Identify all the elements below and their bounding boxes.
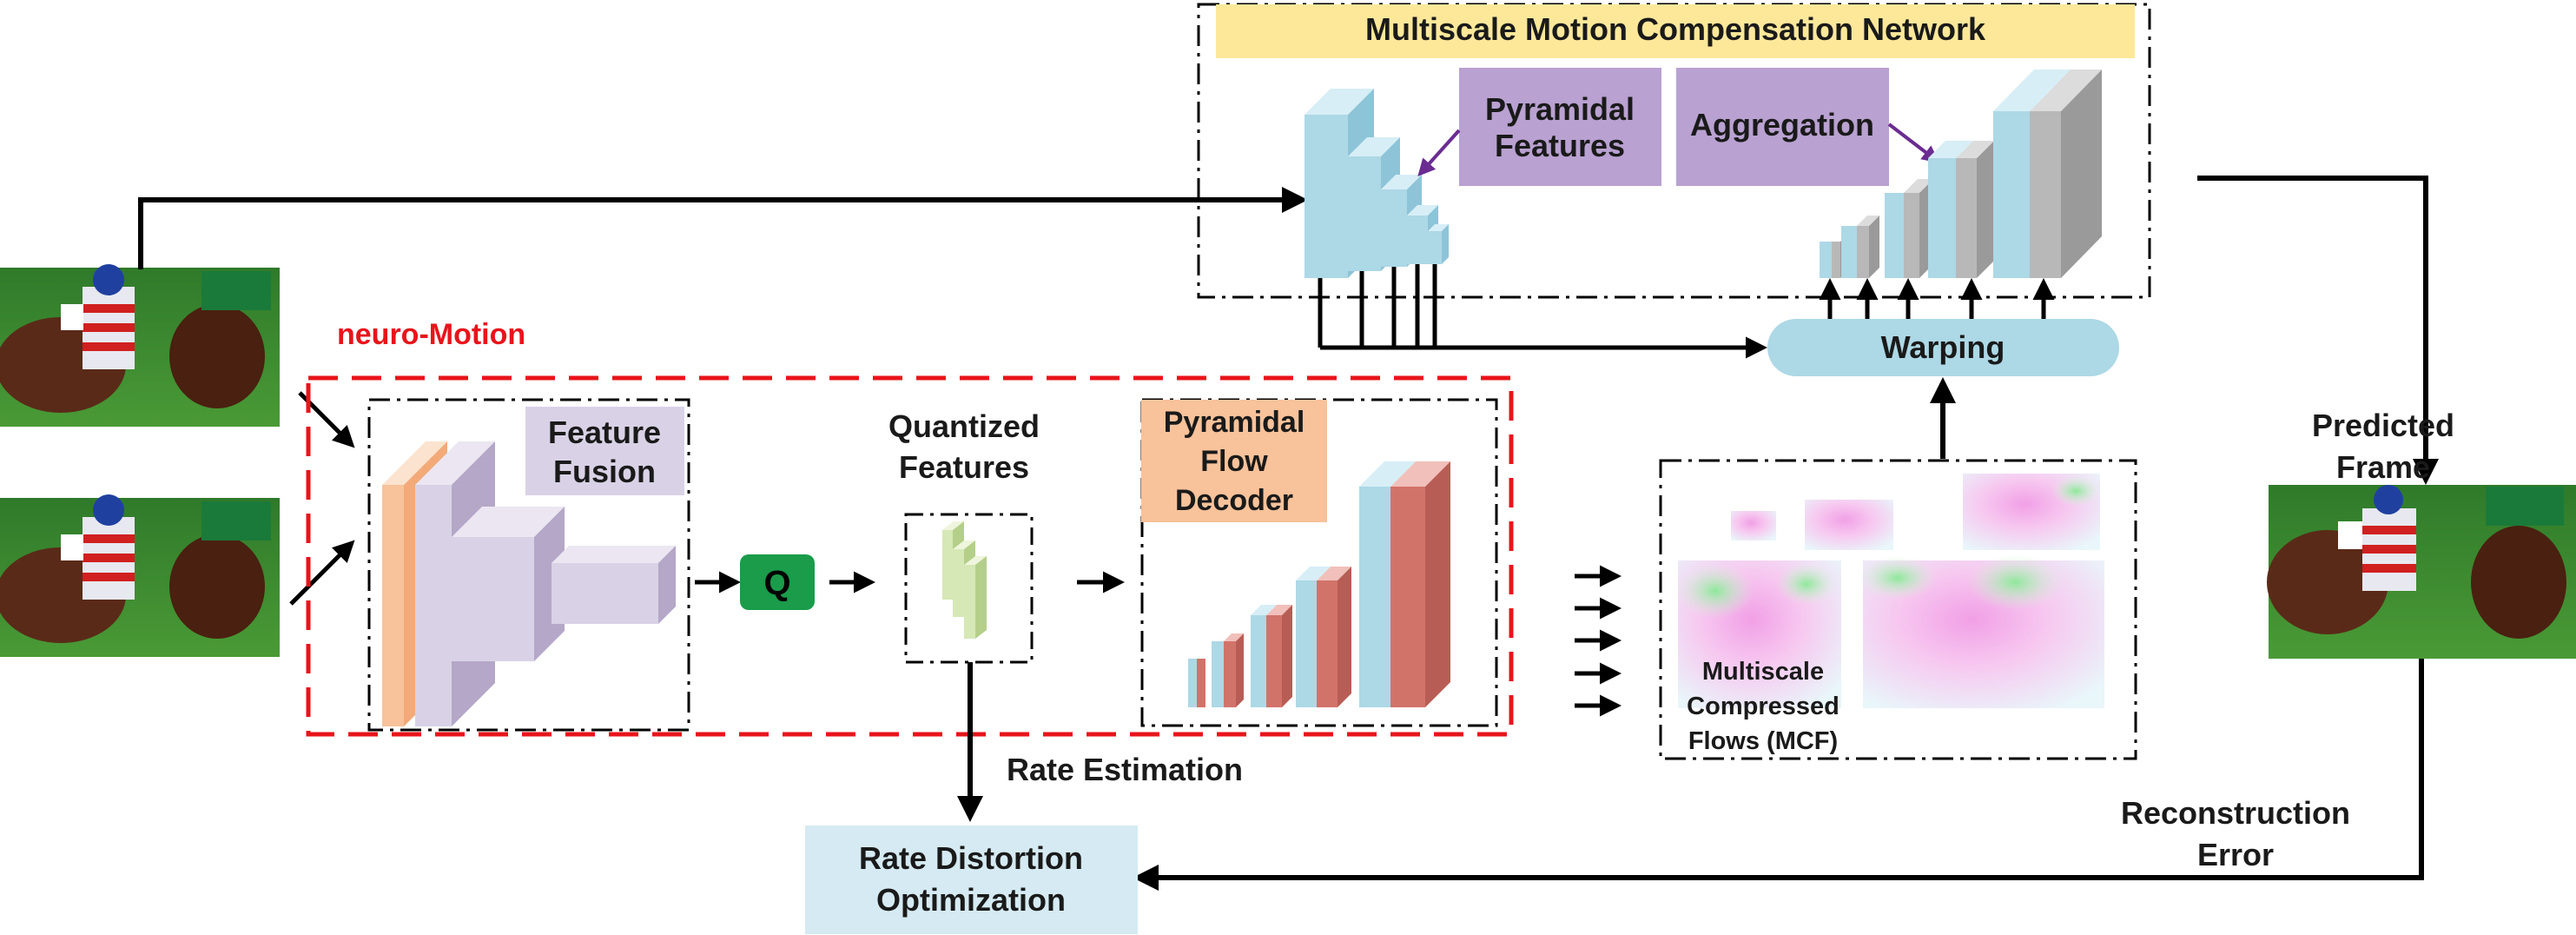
pyramidal-features-line1: Pyramidal	[1485, 91, 1635, 127]
mcf-line3: Flows (MCF)	[1688, 727, 1838, 755]
reconstruction-error-line2: Error	[2197, 837, 2274, 872]
flow-decoder-label-bg	[1141, 400, 1327, 522]
pyramidal-features-pointer	[1417, 129, 1461, 176]
mcf-flow-maps	[1676, 474, 2104, 708]
decoder-to-mcf-arrows	[1575, 565, 1622, 717]
flow-decoder-line3: Decoder	[1175, 484, 1293, 517]
warping-block	[1767, 319, 2119, 376]
reconstruction-error-line1: Reconstruction	[2121, 795, 2350, 831]
quantized-features-line1: Quantized	[888, 408, 1040, 444]
pyramidal-features-box	[1459, 68, 1661, 186]
feature-fusion-blocks	[382, 441, 676, 726]
feature-fusion-box	[367, 398, 690, 732]
mcn-title-bg	[1216, 4, 2135, 58]
quantizer-label: Q	[763, 564, 790, 602]
aggregation-pointer	[1887, 123, 1940, 163]
quantized-features-line2: Features	[899, 449, 1029, 485]
predicted-frame-image	[2267, 485, 2576, 659]
mcf-line2: Compressed	[1687, 693, 1840, 720]
flow-decoder-line2: Flow	[1200, 445, 1268, 478]
flow-decoder-box	[1140, 398, 1498, 727]
quantizer-block	[740, 554, 815, 610]
warping-up-arrows	[1819, 278, 2055, 323]
reconstruction-error-arrow	[1133, 659, 2424, 891]
mcn-title: Multiscale Motion Compensation Network	[1365, 11, 1986, 47]
rate-estimation-label: Rate Estimation	[1007, 752, 1243, 787]
pyramidal-feature-blocks	[1305, 89, 1449, 278]
quantized-feature-blocks	[942, 521, 987, 639]
aggregation-box	[1676, 68, 1889, 186]
aggregation-label: Aggregation	[1690, 107, 1874, 143]
input-frame-reference	[0, 494, 280, 657]
frame-to-fusion-arrow-bottom	[289, 540, 355, 606]
rdo-line1: Rate Distortion	[859, 840, 1083, 876]
warping-label: Warping	[1881, 329, 2005, 365]
neuro-motion-label: neuro-Motion	[337, 318, 525, 351]
feature-fusion-label-bg	[525, 407, 684, 495]
pyramid-to-warping-lines	[1318, 264, 1767, 359]
rdo-line2: Optimization	[876, 882, 1066, 918]
input-frame-current	[0, 264, 280, 427]
mcf-line1: Multiscale	[1702, 658, 1824, 686]
flow-decoder-line1: Pyramidal	[1164, 406, 1305, 439]
pyramidal-features-line2: Features	[1495, 128, 1625, 163]
aggregation-blocks	[1820, 70, 2102, 278]
predicted-frame-line1: Predicted	[2312, 408, 2454, 443]
flow-decoder-blocks	[1188, 461, 1450, 707]
quantized-features-box	[904, 513, 1034, 664]
mcf-box	[1659, 459, 2137, 760]
predicted-frame-line2: Frame	[2336, 449, 2430, 485]
rdo-block	[805, 826, 1138, 934]
mcn-to-predicted-arrow	[2197, 176, 2439, 485]
reference-to-mcn-arrow	[138, 187, 1308, 269]
feature-fusion-line2: Fusion	[553, 454, 656, 489]
feature-fusion-line1: Feature	[548, 414, 661, 450]
